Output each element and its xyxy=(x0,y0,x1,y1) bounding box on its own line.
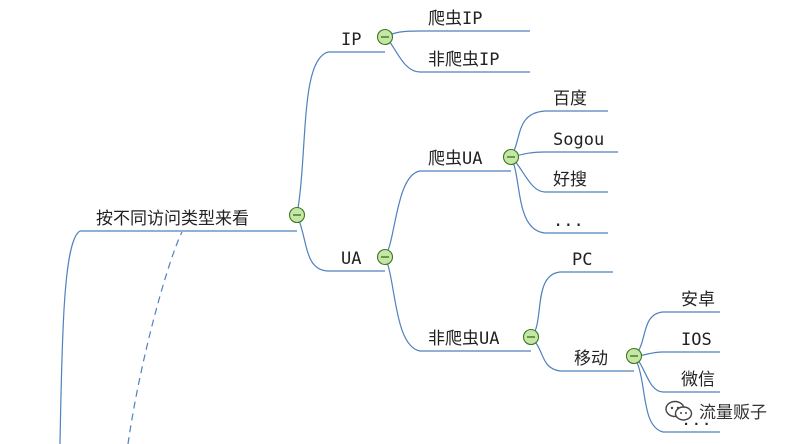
edge-root-ua xyxy=(296,214,329,272)
collapse-button-non-crawler-ua[interactable] xyxy=(522,328,540,346)
node-crawler-ua[interactable]: 爬虫UA xyxy=(428,149,482,169)
collapse-button-root[interactable] xyxy=(288,206,306,224)
node-non-crawler-ip[interactable]: 非爬虫IP xyxy=(428,50,499,70)
collapse-button-mobile[interactable] xyxy=(625,347,643,365)
node-root[interactable]: 按不同访问类型来看 xyxy=(96,209,249,229)
node-ua[interactable]: UA xyxy=(341,249,361,269)
node-crawler-more[interactable]: ... xyxy=(553,211,584,231)
node-sogou[interactable]: Sogou xyxy=(553,130,604,150)
node-crawler-ip[interactable]: 爬虫IP xyxy=(428,9,482,29)
node-pc[interactable]: PC xyxy=(572,250,592,270)
edge-root-ip xyxy=(296,51,329,216)
edge-mobile-more xyxy=(633,355,664,433)
edge-root-dashed xyxy=(127,231,183,444)
node-android[interactable]: 安卓 xyxy=(681,290,715,310)
edge-ua-crawler-ua xyxy=(384,170,421,258)
edge-crawlerua-more xyxy=(510,156,546,234)
watermark-text: 流量贩子 xyxy=(699,403,767,423)
node-wechat[interactable]: 微信 xyxy=(681,370,715,390)
edge-root-left xyxy=(59,230,81,444)
node-labels: 按不同访问类型来看 IP UA 爬虫IP 非爬虫IP 爬虫UA 非爬虫UA 百度… xyxy=(96,9,715,430)
node-baidu[interactable]: 百度 xyxy=(553,89,587,109)
node-ios[interactable]: IOS xyxy=(681,330,712,350)
collapse-button-ip[interactable] xyxy=(376,28,394,46)
node-haosou[interactable]: 好搜 xyxy=(553,170,587,190)
edge-noncrawlerua-pc xyxy=(530,271,561,338)
collapse-button-crawler-ua[interactable] xyxy=(502,148,520,166)
wechat-official-account-icon xyxy=(665,400,693,421)
node-mobile[interactable]: 移动 xyxy=(574,349,608,369)
node-ip[interactable]: IP xyxy=(341,30,361,50)
watermark: 流量贩子 xyxy=(664,398,767,423)
edge-crawlerua-baidu xyxy=(510,110,546,158)
edge-ua-non-crawler-ua xyxy=(384,256,421,352)
node-underlines xyxy=(80,30,720,433)
node-non-crawler-ua[interactable]: 非爬虫UA xyxy=(428,329,499,349)
collapse-button-ua[interactable] xyxy=(376,248,394,266)
